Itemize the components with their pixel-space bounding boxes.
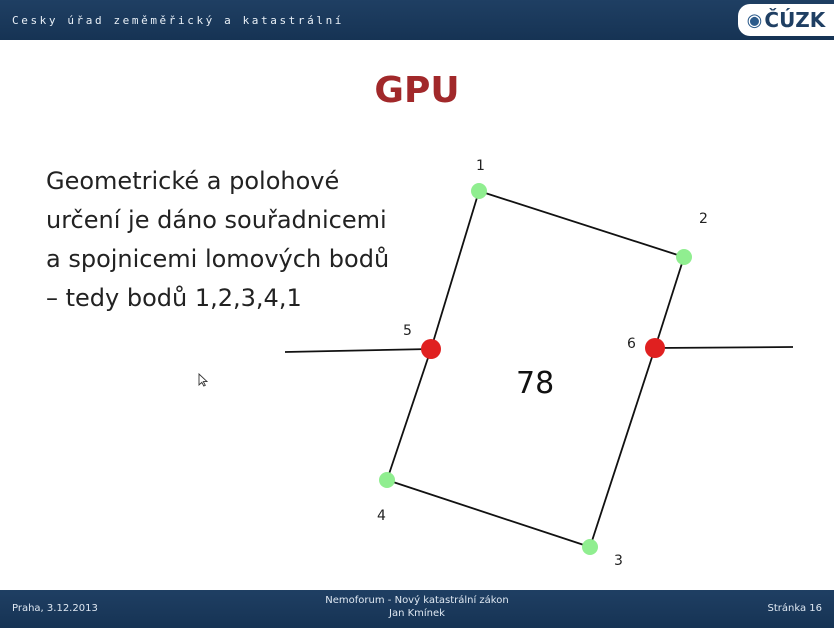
footer-center: Nemoforum - Nový katastrální zákon Jan K… (0, 594, 834, 620)
body-line-2: určení je dáno souřadnicemi (46, 206, 387, 234)
slide-title: GPU (374, 70, 460, 111)
point-6 (645, 338, 665, 358)
boundary-line-left-extension (284, 348, 432, 353)
point-3 (582, 539, 598, 555)
point-label-3: 3 (614, 553, 623, 569)
mouse-pointer-icon (198, 373, 208, 387)
slide-body-text: Geometrické a polohové určení je dáno so… (46, 162, 466, 318)
point-label-6: 6 (627, 336, 636, 352)
body-line-3: a spojnicemi lomových bodů (46, 245, 390, 273)
point-2 (676, 249, 692, 265)
body-line-1: Geometrické a polohové (46, 167, 340, 195)
boundary-line-right-extension (654, 346, 794, 349)
footer-page-number: Stránka 16 (767, 603, 823, 614)
header-title: Cesky úřad zeměměřický a katastrální (12, 14, 345, 27)
header-bar: Cesky úřad zeměměřický a katastrální ◉ Č… (0, 0, 834, 40)
point-label-2: 2 (699, 211, 708, 227)
logo-globe-icon: ◉ (746, 9, 763, 31)
point-label-4: 4 (377, 508, 386, 524)
point-1 (471, 183, 487, 199)
parcel-number: 78 (516, 366, 554, 401)
edge-5-1 (430, 190, 480, 350)
edge-2-6 (654, 256, 685, 349)
point-5 (421, 339, 441, 359)
edge-3-4 (386, 479, 591, 548)
logo-text: ČÚZK (764, 8, 826, 32)
body-line-4: – tedy bodů 1,2,3,4,1 (46, 284, 302, 312)
edge-4-5 (386, 348, 432, 481)
point-4 (379, 472, 395, 488)
cuzk-logo: ◉ ČÚZK (738, 4, 834, 36)
edge-6-3 (589, 347, 656, 548)
footer-date: Praha, 3.12.2013 (12, 603, 98, 614)
point-label-5: 5 (403, 323, 412, 339)
footer-event: Nemoforum - Nový katastrální zákon (325, 595, 509, 606)
footer-author: Jan Kmínek (389, 608, 445, 619)
edge-1-2 (478, 190, 685, 258)
footer-bar: Praha, 3.12.2013 Nemoforum - Nový katast… (0, 590, 834, 628)
point-label-1: 1 (476, 158, 485, 174)
